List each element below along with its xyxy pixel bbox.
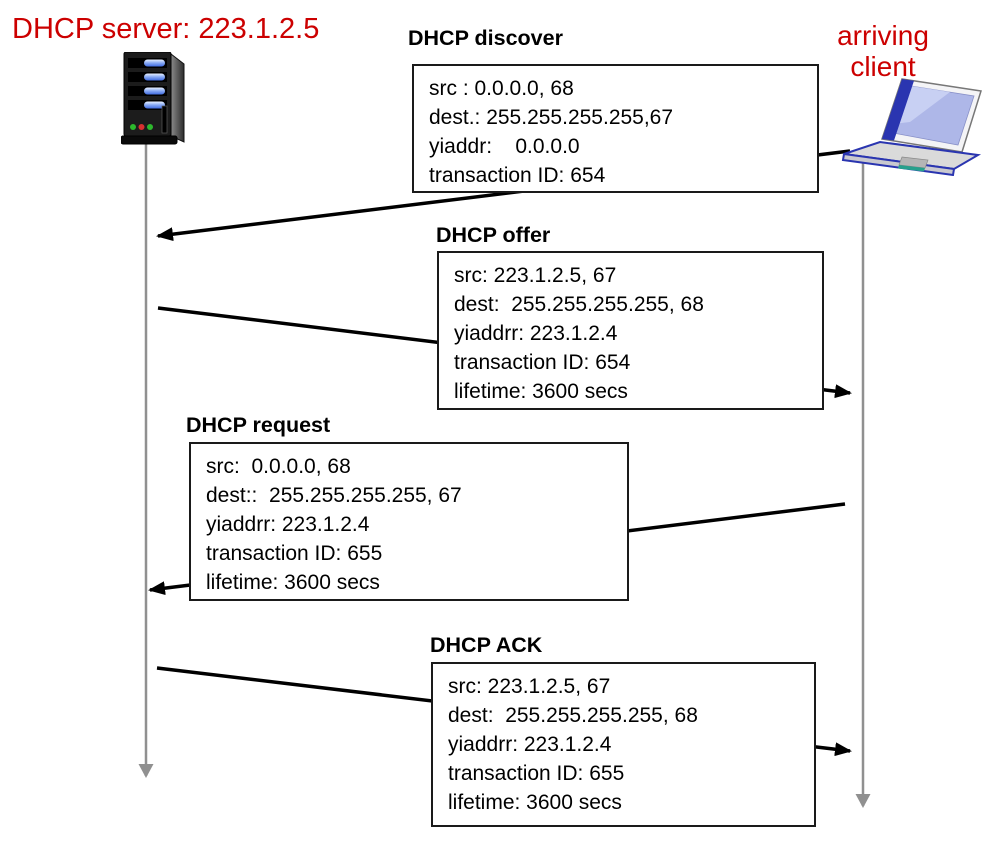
field-lifetime: lifetime: 3600 secs bbox=[448, 791, 622, 814]
dhcp-request-title: DHCP request bbox=[186, 413, 331, 437]
field-src: src: 223.1.2.5, 67 bbox=[448, 675, 611, 698]
field-transaction-id: transaction ID: 655 bbox=[448, 762, 625, 785]
field-yiaddr: yiaddrr: 223.1.2.4 bbox=[454, 322, 618, 345]
field-yiaddr: yiaddrr: 223.1.2.4 bbox=[448, 733, 612, 756]
field-src: src : 0.0.0.0, 68 bbox=[429, 77, 574, 100]
dhcp-offer-title: DHCP offer bbox=[436, 223, 551, 247]
field-src: src: 0.0.0.0, 68 bbox=[206, 455, 351, 478]
field-yiaddr: yiaddr: 0.0.0.0 bbox=[429, 135, 580, 158]
field-dest: dest: 255.255.255.255, 68 bbox=[454, 293, 704, 316]
field-dest: dest.: 255.255.255.255,67 bbox=[429, 106, 674, 129]
field-yiaddr: yiaddrr: 223.1.2.4 bbox=[206, 513, 370, 536]
field-dest: dest:: 255.255.255.255, 67 bbox=[206, 484, 462, 507]
dhcp-request-box: src: 0.0.0.0, 68 dest:: 255.255.255.255,… bbox=[189, 442, 629, 601]
field-dest: dest: 255.255.255.255, 68 bbox=[448, 704, 698, 727]
field-lifetime: lifetime: 3600 secs bbox=[206, 571, 380, 594]
dhcp-discover-title: DHCP discover bbox=[408, 26, 563, 50]
field-transaction-id: transaction ID: 654 bbox=[429, 164, 606, 187]
server-label: DHCP server: 223.1.2.5 bbox=[12, 13, 320, 45]
field-transaction-id: transaction ID: 654 bbox=[454, 351, 631, 374]
field-src: src: 223.1.2.5, 67 bbox=[454, 264, 617, 287]
field-transaction-id: transaction ID: 655 bbox=[206, 542, 383, 565]
dhcp-offer-box: src: 223.1.2.5, 67 dest: 255.255.255.255… bbox=[437, 251, 824, 410]
laptop-icon bbox=[841, 78, 982, 176]
field-lifetime: lifetime: 3600 secs bbox=[454, 380, 628, 403]
client-label: arriving client bbox=[837, 20, 929, 82]
server-icon bbox=[121, 52, 185, 145]
dhcp-discover-box: src : 0.0.0.0, 68 dest.: 255.255.255.255… bbox=[412, 64, 819, 193]
dhcp-ack-box: src: 223.1.2.5, 67 dest: 255.255.255.255… bbox=[431, 662, 816, 827]
dhcp-ack-title: DHCP ACK bbox=[430, 633, 543, 657]
